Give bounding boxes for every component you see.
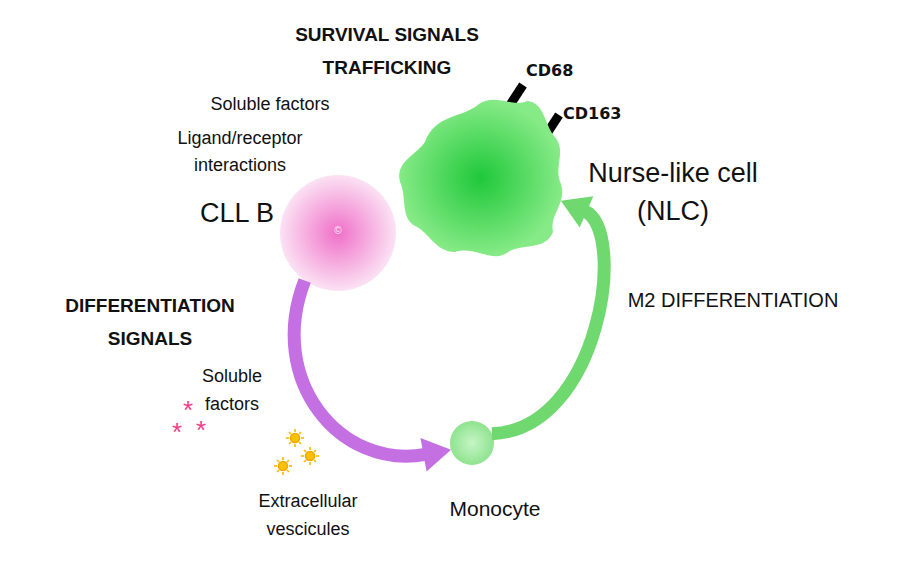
- asterisk-symbol: *: [167, 418, 187, 446]
- cell-outline: [450, 421, 494, 465]
- section-heading: SURVIVAL SIGNALS TRAFFICKING: [262, 18, 512, 84]
- note-text: Extracellular vescicules: [226, 487, 390, 543]
- cell-name: Nurse-like cell (NLC): [573, 154, 773, 230]
- arrow-shaft: [492, 211, 604, 434]
- section-heading: DIFFERENTIATION SIGNALS: [40, 289, 260, 355]
- copyright-mark: ©: [318, 224, 358, 238]
- marker-label: CD163: [563, 104, 633, 124]
- vesicle-sun: [274, 429, 319, 475]
- curved-arrow: [294, 281, 451, 472]
- node-shape: [395, 92, 565, 258]
- nurse-like-cell: Nurse-like cell (NLC): [395, 92, 565, 258]
- marker-label: CD68: [526, 61, 586, 81]
- cell-name: Monocyte: [435, 496, 555, 522]
- curved-arrow: [492, 196, 604, 433]
- cll-b-cell: CLL B©: [280, 175, 396, 291]
- arrow-head: [561, 196, 593, 227]
- note-text: Soluble factors: [190, 92, 350, 116]
- cell-outline: [280, 175, 396, 291]
- note-text: Soluble factors: [178, 362, 286, 418]
- cell-name: CLL B: [192, 197, 282, 229]
- arrow-head: [420, 438, 451, 471]
- asterisk-symbol: *: [191, 416, 211, 444]
- note-text: Ligand/receptor interactions: [150, 125, 330, 179]
- edge-label: M2 DIFFERENTIATION: [598, 287, 868, 313]
- cell-outline: [399, 100, 562, 256]
- node-shape: [450, 421, 494, 465]
- arrow-shaft: [294, 281, 425, 457]
- monocyte-cell: Monocyte: [450, 421, 494, 465]
